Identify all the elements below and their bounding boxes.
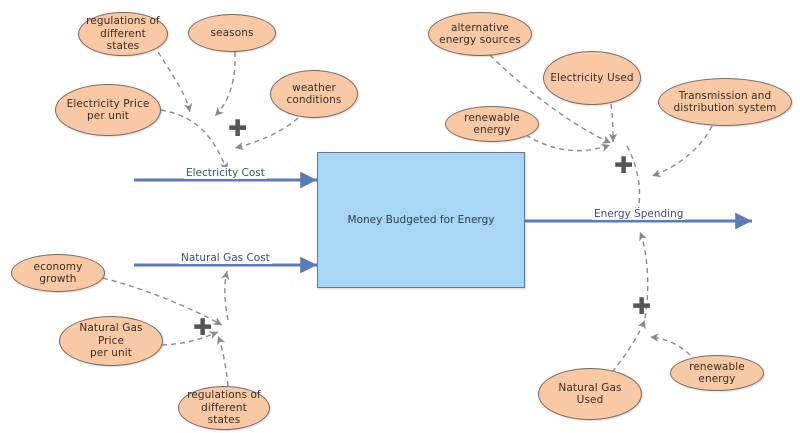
link-natural-gas-cost-sum-to-flow[interactable] [221, 270, 230, 321]
flow-label-energy-spending: Energy Spending [592, 208, 686, 220]
flow-label-natural-gas-cost: Natural Gas Cost [179, 252, 272, 264]
link-electricity-price-to-electricity-cost[interactable] [160, 109, 229, 172]
node-economy-growth[interactable]: economy growth [11, 254, 105, 292]
node-label: renewable energy [464, 111, 520, 137]
plus-natural-gas-cost: ✚ [193, 315, 213, 341]
node-electricity-used[interactable]: Electricity Used [543, 51, 641, 105]
link-seasons-to-electricity-cost[interactable] [214, 51, 236, 117]
plus-energy-spending-bottom: ✚ [632, 294, 652, 320]
node-label: economy growth [33, 260, 83, 286]
link-renewable-energy-bottom-to-energy-spending[interactable] [649, 333, 691, 356]
link-regulations-bottom-to-natural-gas-cost[interactable] [217, 335, 229, 387]
plus-electricity-cost: ✚ [228, 116, 248, 142]
node-natural-gas-used[interactable]: Natural Gas Used [538, 368, 642, 420]
node-label: Natural Gas Used [558, 381, 622, 407]
link-transmission-to-energy-spending[interactable] [651, 125, 713, 178]
link-weather-conditions-to-electricity-cost[interactable] [234, 117, 299, 151]
node-label: Electricity Used [550, 71, 634, 84]
link-natural-gas-used-to-energy-spending[interactable] [611, 319, 646, 373]
node-renewable-energy-top[interactable]: renewable energy [445, 106, 539, 142]
link-natural-gas-price-to-cost[interactable] [161, 331, 219, 346]
link-electricity-used-to-sum[interactable] [608, 103, 618, 143]
flow-label-electricity-cost: Electricity Cost [184, 167, 267, 179]
stock-money-budgeted-for-energy[interactable]: Money Budgeted for Energy [317, 152, 525, 288]
link-regulations-top-to-electricity-cost[interactable] [157, 51, 193, 113]
node-label: seasons [210, 26, 254, 39]
node-seasons[interactable]: seasons [188, 14, 276, 52]
link-economy-growth-to-natural-gas-cost[interactable] [102, 277, 223, 326]
link-energy-spending-sum-bottom[interactable] [639, 231, 649, 319]
node-label: renewable energy [689, 360, 745, 386]
node-renewable-energy-bottom[interactable]: renewable energy [670, 355, 764, 391]
flow-arrows-group [134, 171, 753, 274]
link-renewable-energy-top-to-sum[interactable] [525, 134, 611, 152]
stock-label: Money Budgeted for Energy [347, 214, 495, 226]
plus-energy-spending-top: ✚ [614, 153, 634, 179]
link-alternative-energy-to-electricity-used-sum[interactable] [489, 54, 612, 144]
